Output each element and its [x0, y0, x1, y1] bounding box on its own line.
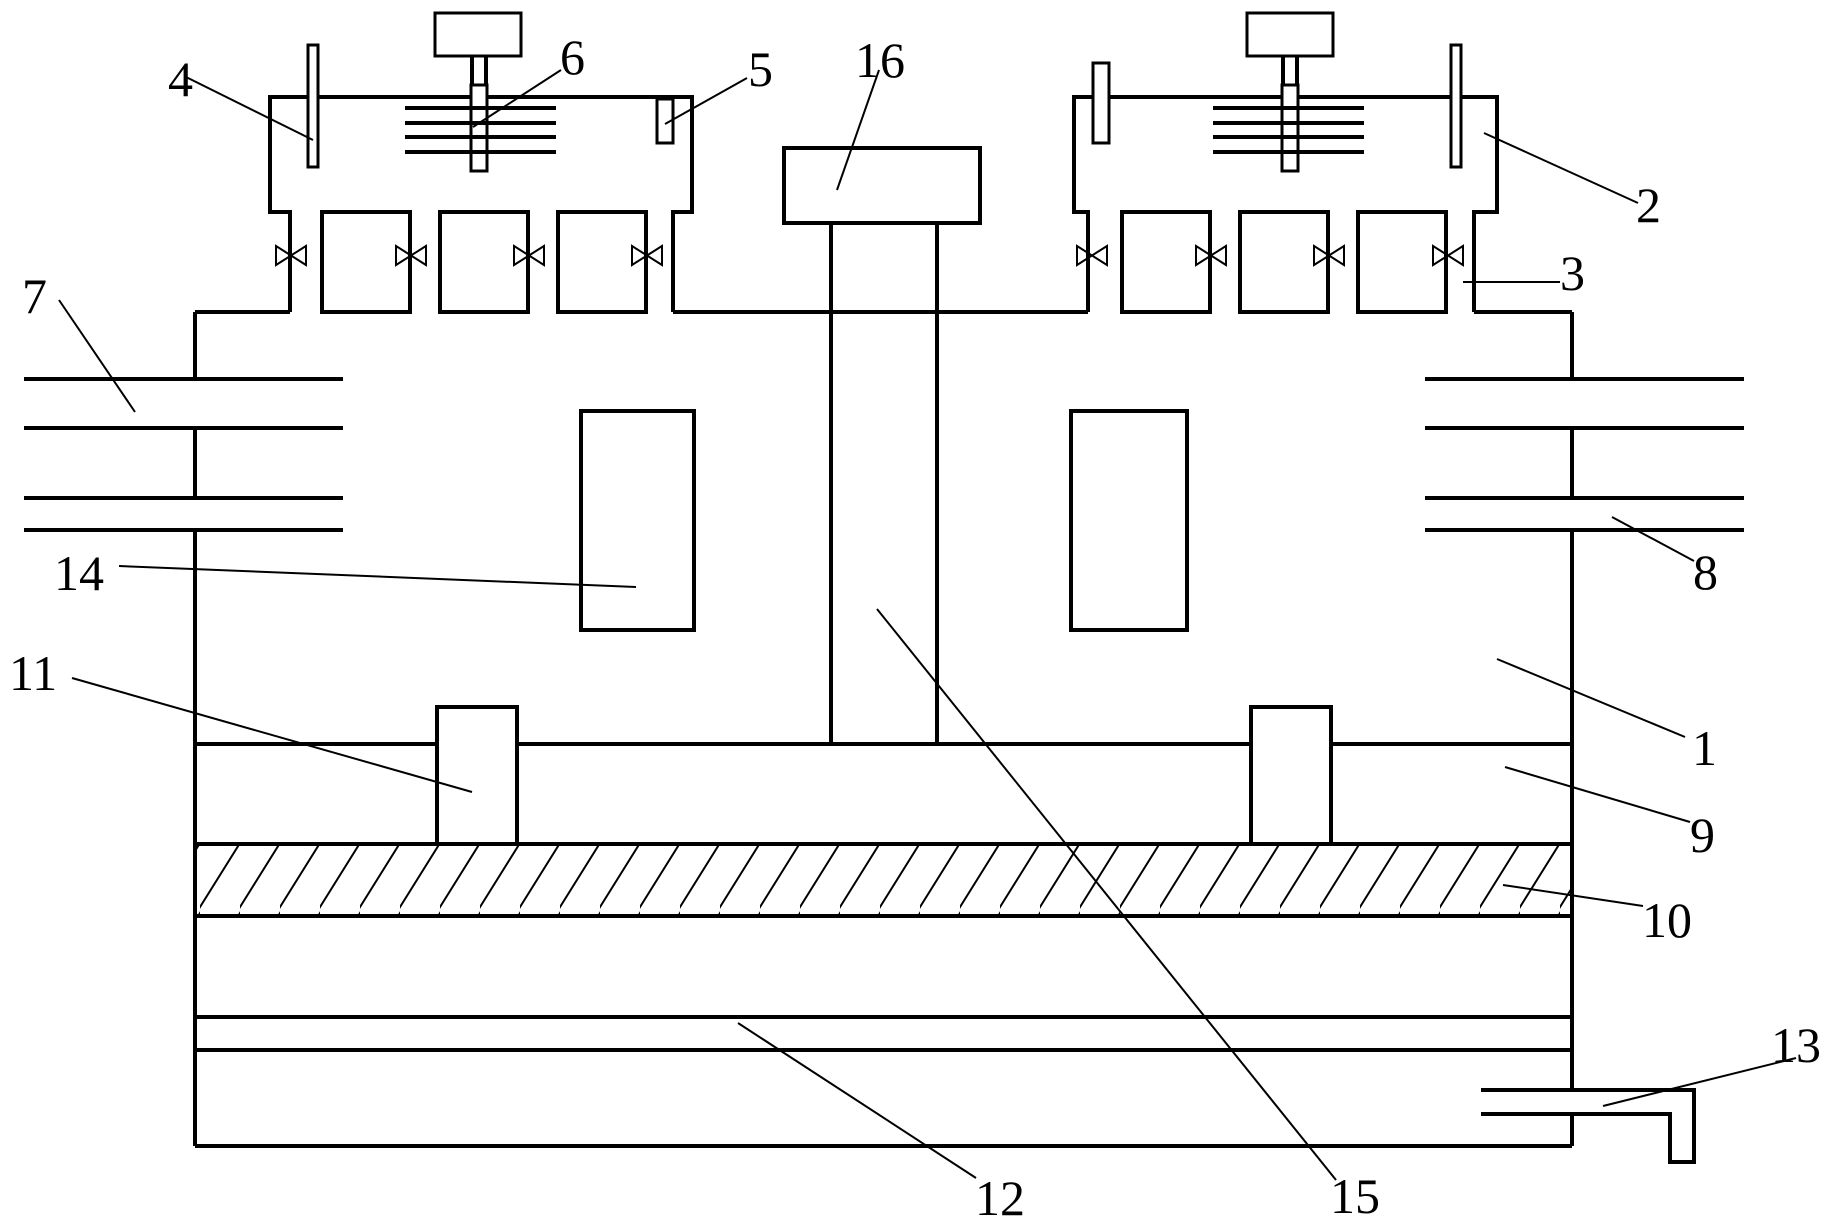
- outlet-pipes-8: [1425, 377, 1744, 532]
- label-16: 16: [855, 32, 905, 88]
- label-7: 7: [22, 268, 47, 324]
- leader-lines: [58, 69, 1797, 1181]
- right-plates: [1091, 43, 1463, 169]
- label-8: 8: [1693, 544, 1718, 600]
- label-12: 12: [975, 1170, 1025, 1225]
- left-plate-5: [655, 97, 675, 145]
- inlet-pipes-7: [24, 377, 343, 532]
- hatched-layer-10: [195, 842, 1572, 918]
- shaft-15: [829, 223, 939, 744]
- label-15: 15: [1330, 1168, 1380, 1224]
- label-2: 2: [1636, 177, 1661, 233]
- inner-blocks-14: [579, 409, 1189, 632]
- left-dosing-chambers: [320, 210, 648, 314]
- right-stirrer: [1213, 11, 1364, 173]
- layer-12: [195, 1015, 1572, 1052]
- label-10: 10: [1642, 892, 1692, 948]
- label-14: 14: [54, 545, 104, 601]
- label-11: 11: [9, 645, 57, 701]
- left-stirrer-6: [405, 11, 556, 173]
- supports-11: [435, 705, 1333, 844]
- right-dosing-chambers: [1120, 210, 1448, 314]
- left-plate-4: [306, 43, 320, 169]
- reference-labels: 4 6 5 16 2 3 7 8 14 11 1 9 10 13 12 15: [9, 29, 1821, 1225]
- right-valves: [1076, 244, 1464, 267]
- motor-16: [782, 146, 982, 225]
- left-valves-3: [275, 244, 663, 267]
- tank-body: [193, 310, 1574, 1148]
- label-13: 13: [1771, 1017, 1821, 1073]
- label-4: 4: [168, 51, 193, 107]
- label-9: 9: [1690, 807, 1715, 863]
- label-3: 3: [1560, 245, 1585, 301]
- label-6: 6: [560, 29, 585, 85]
- label-5: 5: [748, 41, 773, 97]
- drain-pipe-13: [1481, 1088, 1696, 1164]
- label-1: 1: [1692, 720, 1717, 776]
